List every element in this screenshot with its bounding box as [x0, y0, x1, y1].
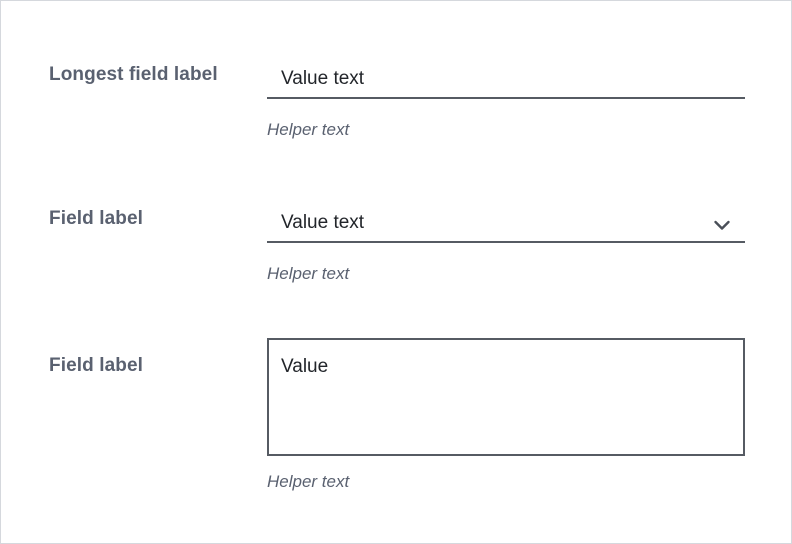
select-control: Value text: [267, 207, 745, 243]
select-input-value: Value text: [281, 212, 365, 233]
select-input[interactable]: Value text: [267, 207, 745, 243]
textarea-input[interactable]: Value: [267, 338, 745, 456]
helper-text-textarea: Helper text: [267, 472, 350, 491]
field-label-textarea: Field label: [49, 355, 144, 376]
helper-text-text-input: Helper text: [267, 120, 350, 139]
field-label-select: Field label: [49, 208, 144, 229]
textarea-input-value: Value: [281, 356, 329, 377]
text-input-value: Value text: [281, 68, 365, 89]
field-label-longest: Longest field label: [49, 64, 218, 85]
text-input[interactable]: Value text: [267, 63, 745, 99]
chevron-down-icon[interactable]: [709, 212, 735, 238]
helper-text-select: Helper text: [267, 264, 350, 283]
text-input-control: Value text: [267, 63, 745, 99]
textarea-control: Value: [267, 338, 745, 456]
